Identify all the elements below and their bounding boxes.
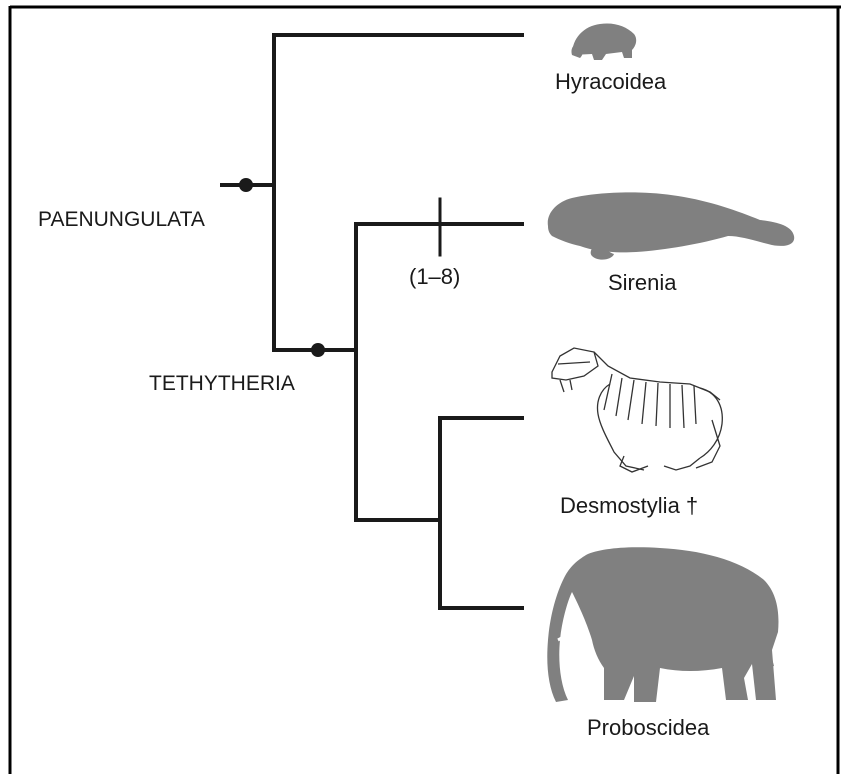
hyracoidea-label: Hyracoidea <box>555 69 667 94</box>
character-range-label: (1–8) <box>409 264 460 289</box>
elephant-icon <box>547 547 778 702</box>
paenungulata-node-dot <box>239 178 253 192</box>
tethytheria-node-dot <box>311 343 325 357</box>
proboscidea-label: Proboscidea <box>587 715 710 740</box>
desmostylian-skeleton-icon <box>552 348 722 472</box>
desmostylia-label: Desmostylia † <box>560 493 698 518</box>
hyrax-icon <box>571 23 636 60</box>
tethytheria-label: TETHYTHERIA <box>149 372 295 395</box>
paenungulata-label: PAENUNGULATA <box>38 208 205 231</box>
sirenia-label: Sirenia <box>608 270 677 295</box>
tree-branches <box>222 35 522 608</box>
manatee-icon <box>548 192 794 259</box>
